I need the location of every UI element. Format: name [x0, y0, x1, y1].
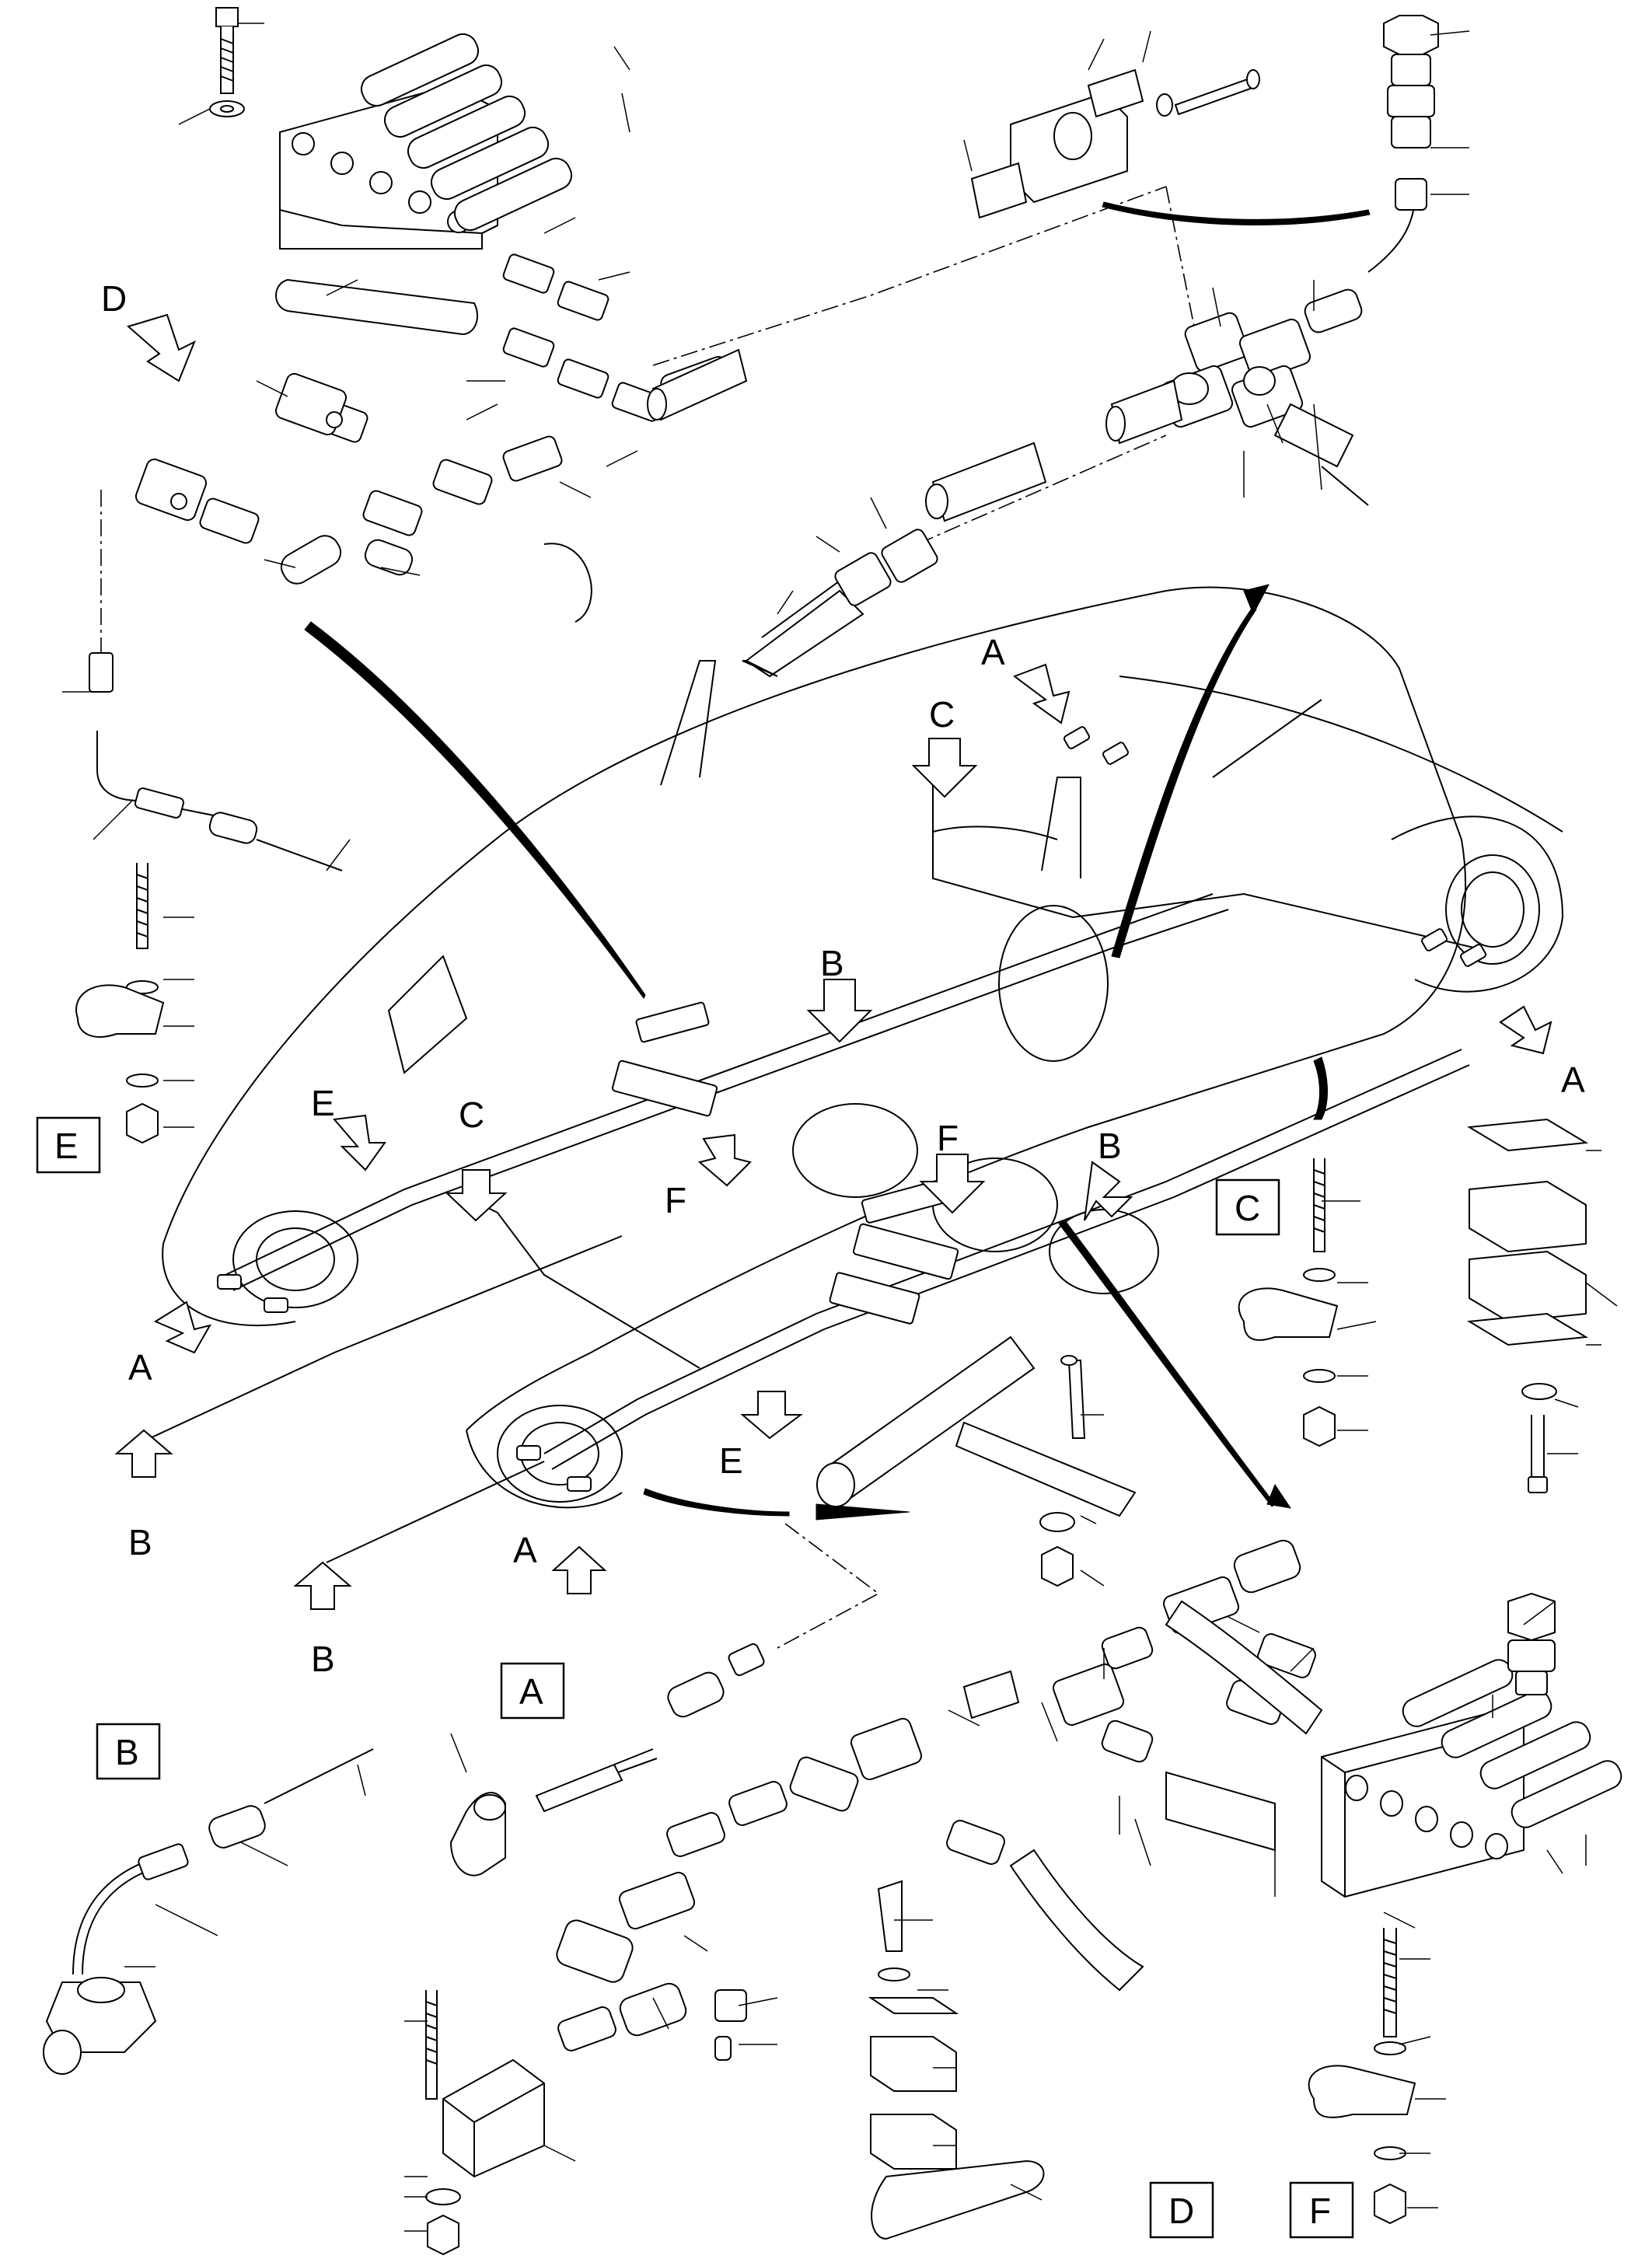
stud-stack-c — [1238, 1158, 1339, 1447]
stud-stack-f — [1308, 1928, 1416, 2225]
stud-stack-e — [75, 863, 165, 1144]
detail-b-parts — [43, 1748, 374, 2075]
callout-b-right: B — [1098, 1126, 1122, 1166]
grease-nipples — [217, 726, 1487, 1492]
callout-a-right: A — [1561, 1060, 1585, 1100]
detail-d-fittings — [556, 1539, 1323, 2061]
callout-d-top: D — [101, 278, 127, 319]
fitting-stack-top-right — [1383, 15, 1439, 211]
manifold-on-boom — [611, 1001, 959, 1325]
callout-c-top: C — [929, 694, 955, 735]
callout-c-left: C — [459, 1095, 484, 1135]
pipe-segment-top — [647, 348, 748, 421]
detail-boxes: E C A B D F — [36, 1116, 1354, 2239]
fitting-chain-top-left — [134, 253, 732, 585]
callout-a-left: A — [128, 1347, 152, 1388]
detail-box-e: E — [36, 1116, 101, 1174]
callout-f-center: F — [937, 1118, 959, 1158]
pin-assembly — [816, 1335, 1137, 1587]
detail-box-d: D — [1149, 2181, 1214, 2239]
pipe-stubs-top-right — [925, 194, 1416, 522]
hose-detail-left — [89, 652, 343, 871]
leader-curves — [304, 201, 1371, 1521]
detail-label-e: E — [54, 1126, 79, 1166]
part-leader-lines — [62, 23, 1618, 2232]
callout-a-lower: A — [513, 1530, 537, 1570]
detail-a-parts — [449, 1643, 765, 1877]
detail-label-f: F — [1309, 2191, 1331, 2231]
callout-e-lower: E — [719, 1440, 743, 1481]
detail-box-f: F — [1289, 2181, 1354, 2239]
callout-f-left: F — [665, 1180, 686, 1220]
callout-b-upper: B — [820, 943, 844, 983]
detail-label-d: D — [1168, 2191, 1194, 2231]
detail-box-b: B — [96, 1723, 161, 1780]
clamp-block-stack — [1466, 1118, 1589, 1493]
dash-dot-guides — [100, 186, 1198, 1649]
grease-lines — [116, 699, 1478, 1563]
bolt-top-left — [209, 7, 245, 117]
detail-box-c: C — [1215, 1178, 1280, 1236]
block-stack-d — [868, 1880, 1045, 2240]
detail-label-b: B — [115, 1732, 139, 1772]
clamp-top-right — [970, 68, 1260, 219]
strainer-nozzle — [742, 529, 938, 678]
boom-assembly — [162, 543, 1564, 1509]
detail-label-a: A — [519, 1671, 543, 1712]
cross-fitting-top-right — [1161, 288, 1363, 468]
callout-b-left: B — [128, 1522, 152, 1562]
detail-box-a: A — [500, 1662, 565, 1720]
callout-arrows — [114, 313, 1552, 1610]
callout-e-left: E — [311, 1083, 335, 1123]
manifold-lower-right — [1321, 1592, 1622, 1898]
stud-and-box — [425, 1990, 545, 2256]
detail-label-c: C — [1235, 1188, 1260, 1228]
callout-letters: D A C B F B A E C F A B E A B — [101, 278, 1585, 1679]
manifold-top-left — [275, 33, 573, 336]
callout-b-lower: B — [311, 1639, 335, 1679]
callout-a-top: A — [981, 632, 1005, 672]
